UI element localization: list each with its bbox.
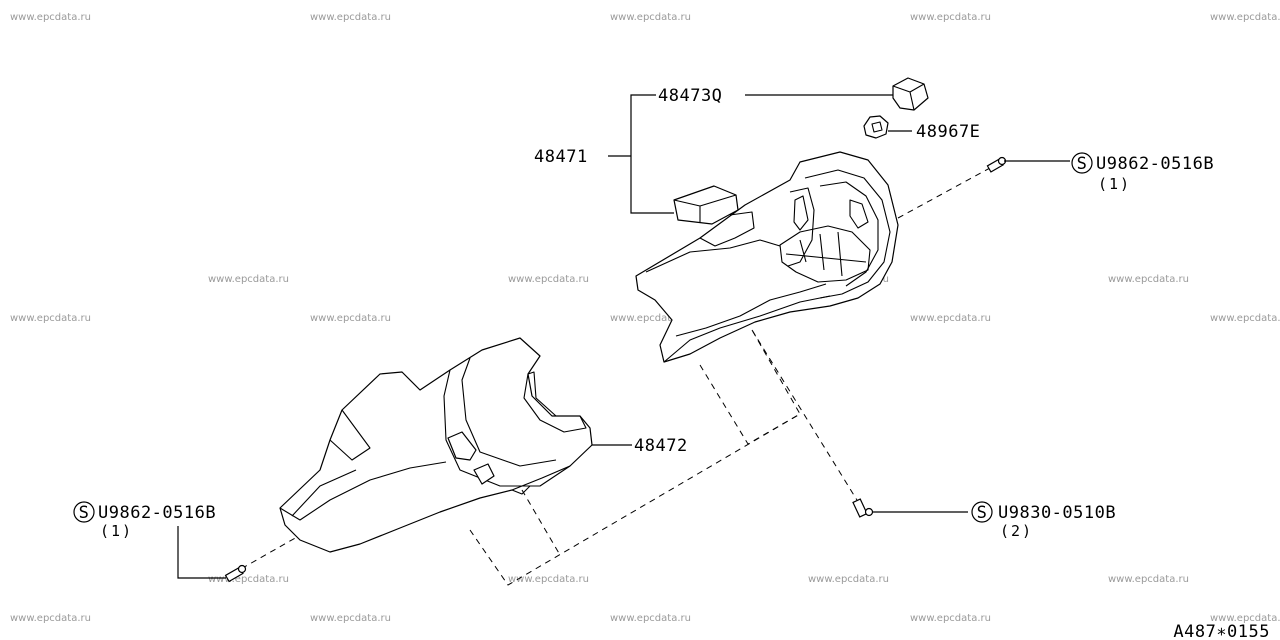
assembly-line — [469, 413, 801, 586]
lower-cover-body — [279, 337, 593, 553]
upper-cover-tab — [673, 185, 739, 225]
screw-shank — [852, 498, 868, 518]
upper-cover-grid — [785, 231, 867, 277]
upper-cover-step — [675, 283, 827, 337]
fastener-callout-top: S U9862-0516B (1) — [1071, 152, 1214, 193]
watermark: www.epcdata.ru — [508, 574, 589, 585]
watermark: www.epcdata.ru — [808, 574, 889, 585]
watermark: www.epcdata.ru — [508, 274, 589, 285]
upper-cover-inner-frame — [779, 225, 871, 283]
watermark: www.epcdata.ru — [10, 313, 91, 324]
part-48473q-cap — [892, 77, 929, 111]
screw-left — [224, 564, 247, 583]
watermark: www.epcdata.ru — [10, 613, 91, 624]
fastener-qty: (1) — [1098, 175, 1131, 193]
upper-cover-slot — [793, 195, 809, 231]
screw-head — [237, 564, 247, 574]
lower-cover-edge-2 — [291, 469, 357, 517]
watermark: www.epcdata.ru — [1210, 313, 1280, 324]
upper-cover-notch — [699, 211, 755, 247]
lower-cover-side-panel — [329, 409, 371, 461]
leader-lines — [177, 94, 1070, 579]
diagram-code: A487∗0155 — [1173, 622, 1270, 640]
fastener-callout-bottom: S U9830-0510B (2) — [971, 501, 1116, 540]
lower-column-cover — [279, 337, 593, 553]
upper-cover-body — [635, 151, 899, 363]
watermark: www.epcdata.ru — [208, 574, 289, 585]
assembly-line — [751, 329, 861, 506]
fastener-qty: (2) — [1000, 522, 1033, 540]
watermark: www.epcdata.ru — [310, 313, 391, 324]
fastener-callout-left: S U9862-0516B (1) — [73, 501, 216, 540]
watermark: www.epcdata.ru — [1108, 274, 1189, 285]
leader-screw-left — [177, 526, 226, 579]
symbol-letter: S — [977, 503, 988, 523]
lower-cover-ridge — [443, 369, 571, 487]
lower-cover-ridge-2 — [461, 357, 557, 467]
assembly-line — [699, 329, 801, 445]
upper-column-cover — [635, 151, 899, 363]
watermark-layer: www.epcdata.ru www.epcdata.ru www.epcdat… — [10, 12, 1280, 624]
leader-48471-bracket — [630, 94, 674, 214]
screw-top — [986, 156, 1007, 173]
label-48967e: 48967E — [916, 122, 980, 142]
symbol-letter: S — [1077, 154, 1088, 174]
watermark: www.epcdata.ru — [910, 313, 991, 324]
lower-cover-boss — [447, 431, 477, 461]
watermark: www.epcdata.ru — [610, 12, 691, 23]
label-48472: 48472 — [634, 436, 688, 456]
assembly-line — [897, 167, 991, 219]
fastener-qty: (1) — [100, 522, 133, 540]
watermark: www.epcdata.ru — [310, 613, 391, 624]
assembly-line — [521, 489, 561, 556]
part-48967e-clip — [863, 115, 889, 139]
upper-cover-rib — [787, 187, 815, 267]
upper-cover-side — [645, 239, 781, 273]
upper-cover-lip — [663, 295, 831, 363]
standard-part-symbol — [1071, 152, 1093, 174]
screw-head — [864, 507, 874, 517]
cap-edge — [892, 83, 925, 111]
part-labels: 48473Q 48967E 48471 48472 — [534, 86, 980, 456]
fastener-code: U9830-0510B — [998, 503, 1116, 523]
standard-part-symbol — [971, 501, 993, 523]
watermark: www.epcdata.ru — [910, 12, 991, 23]
upper-cover-tab-edge — [673, 194, 737, 222]
watermark: www.epcdata.ru — [1108, 574, 1189, 585]
fastener-code: U9862-0516B — [1096, 154, 1214, 174]
clip-body — [863, 115, 889, 139]
watermark: www.epcdata.ru — [610, 313, 691, 324]
upper-cover-rim-inner — [819, 181, 879, 287]
lower-cover-crescent — [523, 371, 587, 433]
label-48473q: 48473Q — [658, 86, 722, 106]
watermark: www.epcdata.ru — [310, 12, 391, 23]
lower-cover-rim — [511, 485, 531, 495]
watermark: www.epcdata.ru — [1210, 12, 1280, 23]
upper-cover-rim — [804, 169, 891, 299]
clip-inner — [871, 121, 883, 133]
lower-cover-edge — [279, 461, 447, 521]
upper-cover-pocket — [849, 199, 869, 229]
watermark: www.epcdata.ru — [610, 613, 691, 624]
label-48471: 48471 — [534, 147, 588, 167]
watermark: www.epcdata.ru — [208, 274, 289, 285]
watermark: www.epcdata.ru — [10, 12, 91, 23]
fastener-code: U9862-0516B — [98, 503, 216, 523]
watermark: www.epcdata.ru — [910, 613, 991, 624]
standard-part-symbol — [73, 501, 95, 523]
symbol-letter: S — [79, 503, 90, 523]
lower-cover-clip-slot — [473, 463, 495, 485]
watermark: www.epcdata.ru — [1210, 613, 1280, 624]
screw-bottom — [852, 498, 874, 518]
